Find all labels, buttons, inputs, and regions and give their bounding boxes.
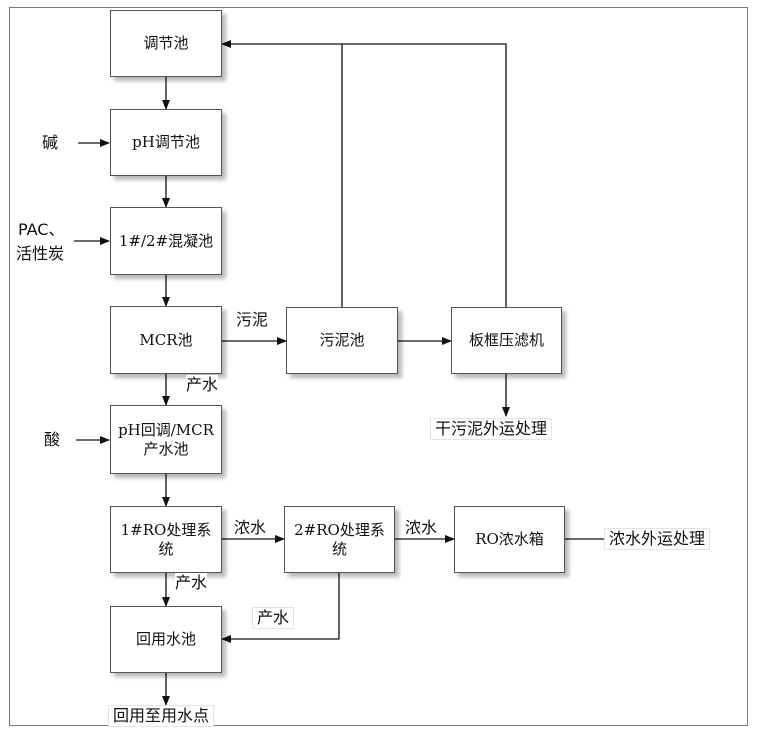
node-tiaojie: 调节池: [110, 10, 222, 77]
label-pac: PAC、: [18, 220, 65, 240]
label-suan: 酸: [44, 430, 61, 450]
label-nongshui-ro2: 浓水: [405, 518, 438, 538]
diagram-frame: [9, 7, 748, 726]
node-ro1: 1#RO处理系统: [110, 506, 222, 573]
label-chanshui-ro1: 产水: [175, 573, 208, 593]
label-wuni-flow: 污泥: [236, 310, 269, 330]
label-chanshui-ro2: 产水: [252, 607, 295, 629]
node-banjia: 板框压滤机: [451, 307, 562, 374]
label-jian: 碱: [42, 133, 59, 153]
node-ro2: 2#RO处理系统: [284, 506, 395, 573]
node-huiyong: 回用水池: [110, 606, 222, 673]
return-line-banjia: [221, 40, 507, 307]
node-ph-tiaojie: pH调节池: [110, 109, 222, 176]
label-dry-sludge: 干污泥外运处理: [430, 418, 553, 440]
label-huoxingtan: 活性炭: [16, 244, 65, 264]
node-mcr: MCR池: [110, 306, 222, 374]
arrow-ro2-to-huiyong: [221, 573, 340, 643]
node-ph-huitiao: pH回调/MCR产水池: [110, 405, 222, 474]
label-nongshui-out: 浓水外运处理: [604, 528, 711, 550]
label-reuse-point: 回用至用水点: [108, 705, 215, 727]
label-chanshui-mcr: 产水: [186, 375, 219, 395]
node-wuni: 污泥池: [286, 307, 398, 374]
node-hunning: 1#/2#混凝池: [110, 207, 222, 275]
node-ro-tank: RO浓水箱: [454, 506, 565, 573]
label-nongshui-ro1: 浓水: [234, 518, 267, 538]
